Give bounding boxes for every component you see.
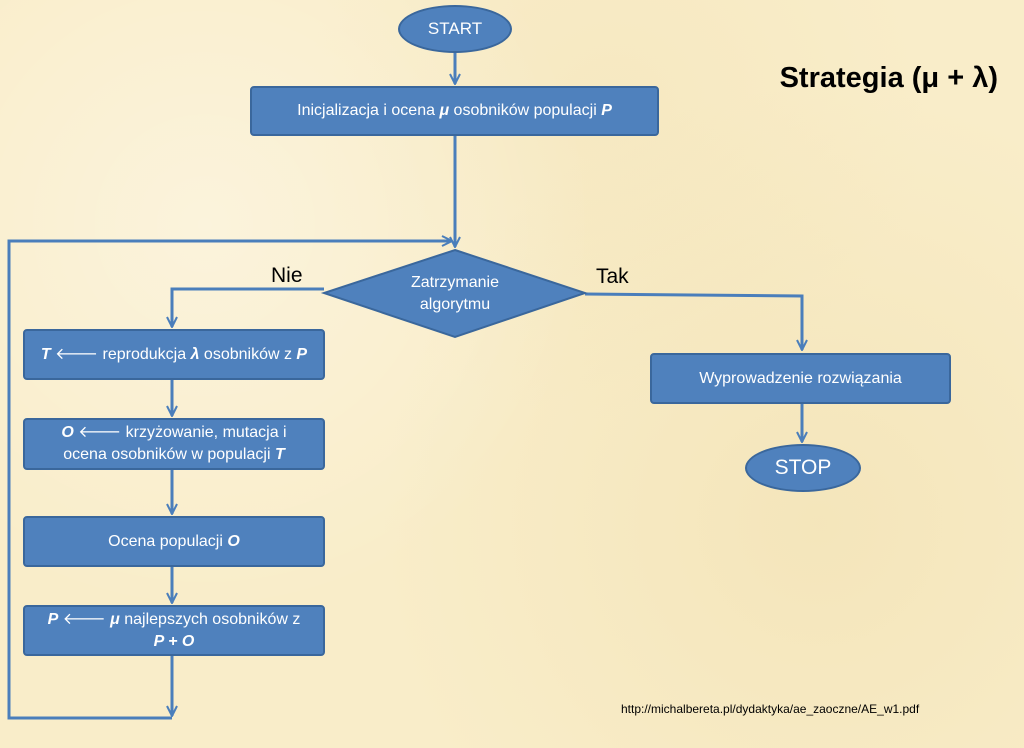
start-label: START bbox=[427, 19, 483, 38]
select-node: P 🡐 μ najlepszych osobników z P + O bbox=[23, 605, 325, 656]
edge-label-no: Nie bbox=[271, 264, 303, 287]
evaluate-node: Ocena populacji O bbox=[23, 516, 325, 567]
decision-diamond bbox=[320, 248, 589, 339]
reproduction-label: T 🡐 reprodukcja λ osobników z P bbox=[40, 345, 308, 363]
select-label: P 🡐 μ najlepszych osobników z P + O bbox=[47, 610, 301, 650]
output-node: Wyprowadzenie rozwiązania bbox=[650, 353, 951, 404]
decision-line-2: algorytmu bbox=[419, 296, 491, 313]
crossover-label: O 🡐 krzyżowanie, mutacja i ocena osobnik… bbox=[61, 424, 287, 463]
stop-node: STOP bbox=[745, 444, 861, 492]
edge-label-yes: Tak bbox=[596, 265, 629, 288]
left-arrow-icon: 🡐 bbox=[55, 345, 99, 363]
stop-label: STOP bbox=[774, 456, 832, 479]
crossover-node: O 🡐 krzyżowanie, mutacja i ocena osobnik… bbox=[23, 418, 325, 470]
source-url: http://michalbereta.pl/dydaktyka/ae_zaoc… bbox=[621, 702, 920, 716]
output-label: Wyprowadzenie rozwiązania bbox=[699, 369, 902, 387]
init-node: Inicjalizacja i ocena μ osobników popula… bbox=[250, 86, 659, 136]
arrow-decision-yes-branch bbox=[584, 292, 802, 350]
decision-label: Zatrzymanie algorytmu bbox=[360, 270, 550, 318]
left-arrow-icon: 🡐 bbox=[62, 610, 106, 628]
init-label: Inicjalizacja i ocena μ osobników popula… bbox=[297, 102, 612, 119]
decision-line-1: Zatrzymanie bbox=[410, 274, 500, 291]
reproduction-node: T 🡐 reprodukcja λ osobników z P bbox=[23, 329, 325, 380]
evaluate-label: Ocena populacji O bbox=[108, 532, 240, 550]
left-arrow-icon: 🡐 bbox=[78, 424, 122, 441]
start-node: START bbox=[398, 5, 512, 53]
slide-title: Strategia (μ + λ) bbox=[779, 62, 998, 94]
loop-back-line bbox=[7, 241, 452, 720]
arrow-decision-no-branch bbox=[172, 287, 324, 327]
